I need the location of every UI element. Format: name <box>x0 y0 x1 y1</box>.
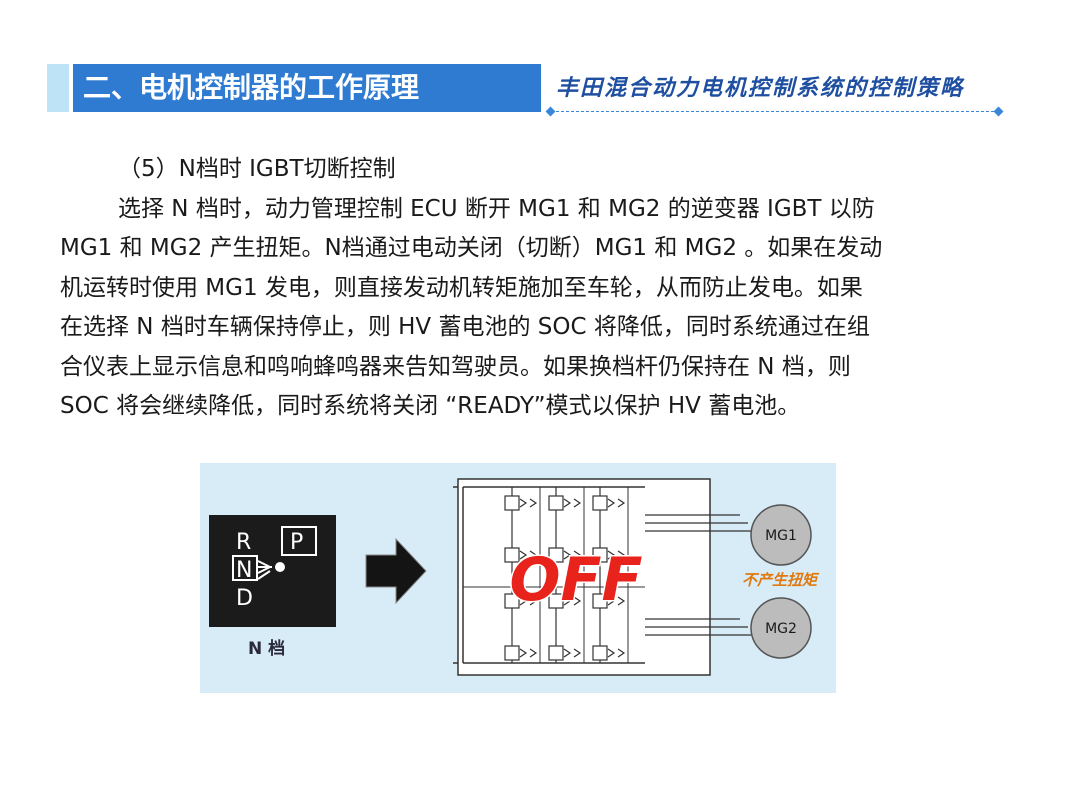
freewheel-diode <box>519 498 538 508</box>
igbt-switch <box>504 547 520 563</box>
paragraph-line: 机运转时使用 MG1 发电，则直接发动机转矩施加至车轮，从而防止发电。如果 <box>60 274 863 301</box>
deck-subtitle: 丰田混合动力电机控制系统的控制策略 <box>556 75 965 101</box>
gear-n-box <box>232 555 258 581</box>
freewheel-diode <box>563 596 582 606</box>
igbt-switch <box>548 495 564 511</box>
igbt-switch <box>592 645 608 661</box>
shift-panel <box>209 515 336 627</box>
freewheel-diode <box>563 550 582 560</box>
igbt-grid <box>504 487 629 663</box>
paragraph-line: 在选择 N 档时车辆保持停止，则 HV 蓄电池的 SOC 将降低，同时系统通过在… <box>60 314 870 340</box>
freewheel-diode <box>519 648 538 658</box>
diagram-canvas: R P N D MG1 MG2 OFF 不产生扭矩 <box>209 478 820 676</box>
shift-gate-lines <box>257 560 273 580</box>
paragraph-line: SOC 将会继续降低，同时系统将关闭 “READY”模式以保护 HV 蓄电池。 <box>60 393 801 419</box>
freewheel-diode <box>519 550 538 560</box>
gear-r-label: R <box>236 530 251 555</box>
igbt-switch <box>548 645 564 661</box>
igbt-switch <box>504 593 520 609</box>
gear-n-label: N <box>236 558 252 583</box>
right-arrow-icon <box>365 537 427 605</box>
igbt-switch <box>548 547 564 563</box>
shift-knob-dot <box>275 562 285 572</box>
inverter-off-diagram: R P N D MG1 MG2 OFF 不产生扭矩 <box>200 463 836 693</box>
section-title: 二、电机控制器的工作原理 <box>83 71 420 104</box>
freewheel-diode <box>607 498 626 508</box>
freewheel-diode <box>607 648 626 658</box>
mg2-motor <box>750 597 812 659</box>
paragraph-line: MG1 和 MG2 产生扭矩。N档通过电动关闭（切断）MG1 和 MG2 。如果… <box>60 235 883 261</box>
freewheel-diode <box>519 596 538 606</box>
gear-p-box <box>281 526 317 556</box>
paragraph-line: 选择 N 档时，动力管理控制 ECU 断开 MG1 和 MG2 的逆变器 IGB… <box>118 195 875 222</box>
section-title-bar: 二、电机控制器的工作原理 <box>47 64 541 112</box>
igbt-switch <box>592 547 608 563</box>
underline-left-diamond <box>545 106 556 117</box>
igbt-switch <box>548 593 564 609</box>
freewheel-diode <box>607 596 626 606</box>
title-separator <box>69 64 73 112</box>
freewheel-diode <box>563 648 582 658</box>
freewheel-diode <box>563 498 582 508</box>
mg2-label: MG2 <box>765 621 797 637</box>
no-torque-note: 不产生扭矩 <box>742 571 820 589</box>
gear-p-label: P <box>290 530 303 555</box>
off-status-label: OFF <box>510 545 643 615</box>
igbt-switch <box>504 645 520 661</box>
content-heading: （5）N档时 IGBT切断控制 <box>118 156 396 182</box>
igbt-switch <box>592 495 608 511</box>
neutral-gear-caption: N 档 <box>248 639 286 659</box>
mg1-label: MG1 <box>765 528 797 544</box>
title-accent-block <box>47 64 69 112</box>
gear-d-label: D <box>236 586 253 611</box>
igbt-switch <box>504 495 520 511</box>
igbt-switch <box>592 593 608 609</box>
underline-right-diamond <box>993 106 1004 117</box>
subtitle-underline <box>551 111 999 112</box>
freewheel-diode <box>607 550 626 560</box>
paragraph-line: 合仪表上显示信息和鸣响蜂鸣器来告知驾驶员。如果换档杆仍保持在 N 档，则 <box>60 353 851 380</box>
body-text: （5）N档时 IGBT切断控制 选择 N 档时，动力管理控制 ECU 断开 MG… <box>60 150 1020 427</box>
mg1-motor <box>750 504 812 566</box>
